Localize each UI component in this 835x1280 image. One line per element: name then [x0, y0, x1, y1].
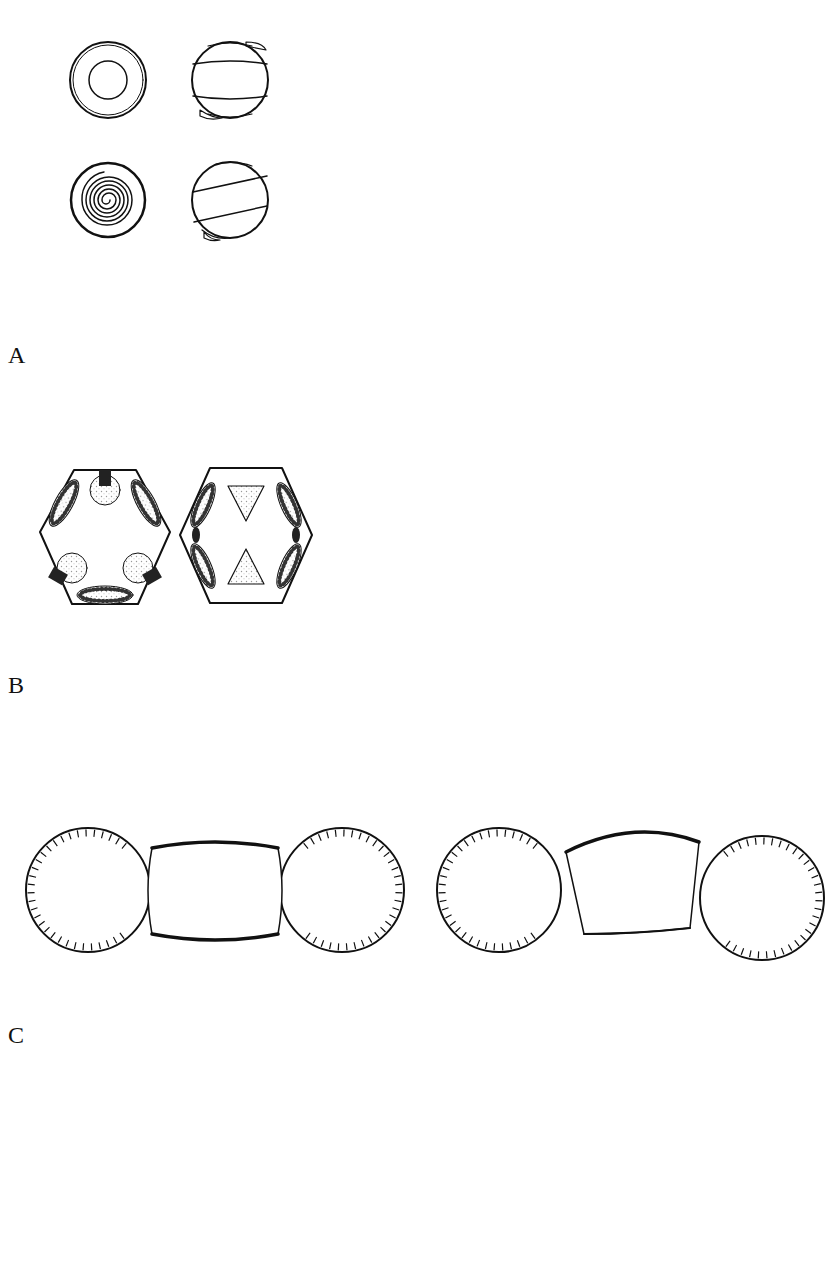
- concentric-cell: [70, 42, 146, 118]
- three-cell-group: [26, 828, 404, 952]
- panel-letter: C: [8, 1022, 24, 1048]
- hexagonal-cell: [180, 468, 312, 603]
- triporate-cell: [40, 470, 170, 604]
- bent-cell-group: [437, 828, 824, 960]
- banded-sphere: [192, 42, 268, 119]
- panel-letter: B: [8, 672, 24, 698]
- spiral-cell: [71, 163, 145, 237]
- panel-letter: A: [8, 342, 25, 368]
- spiral-banded-sphere: [192, 162, 268, 241]
